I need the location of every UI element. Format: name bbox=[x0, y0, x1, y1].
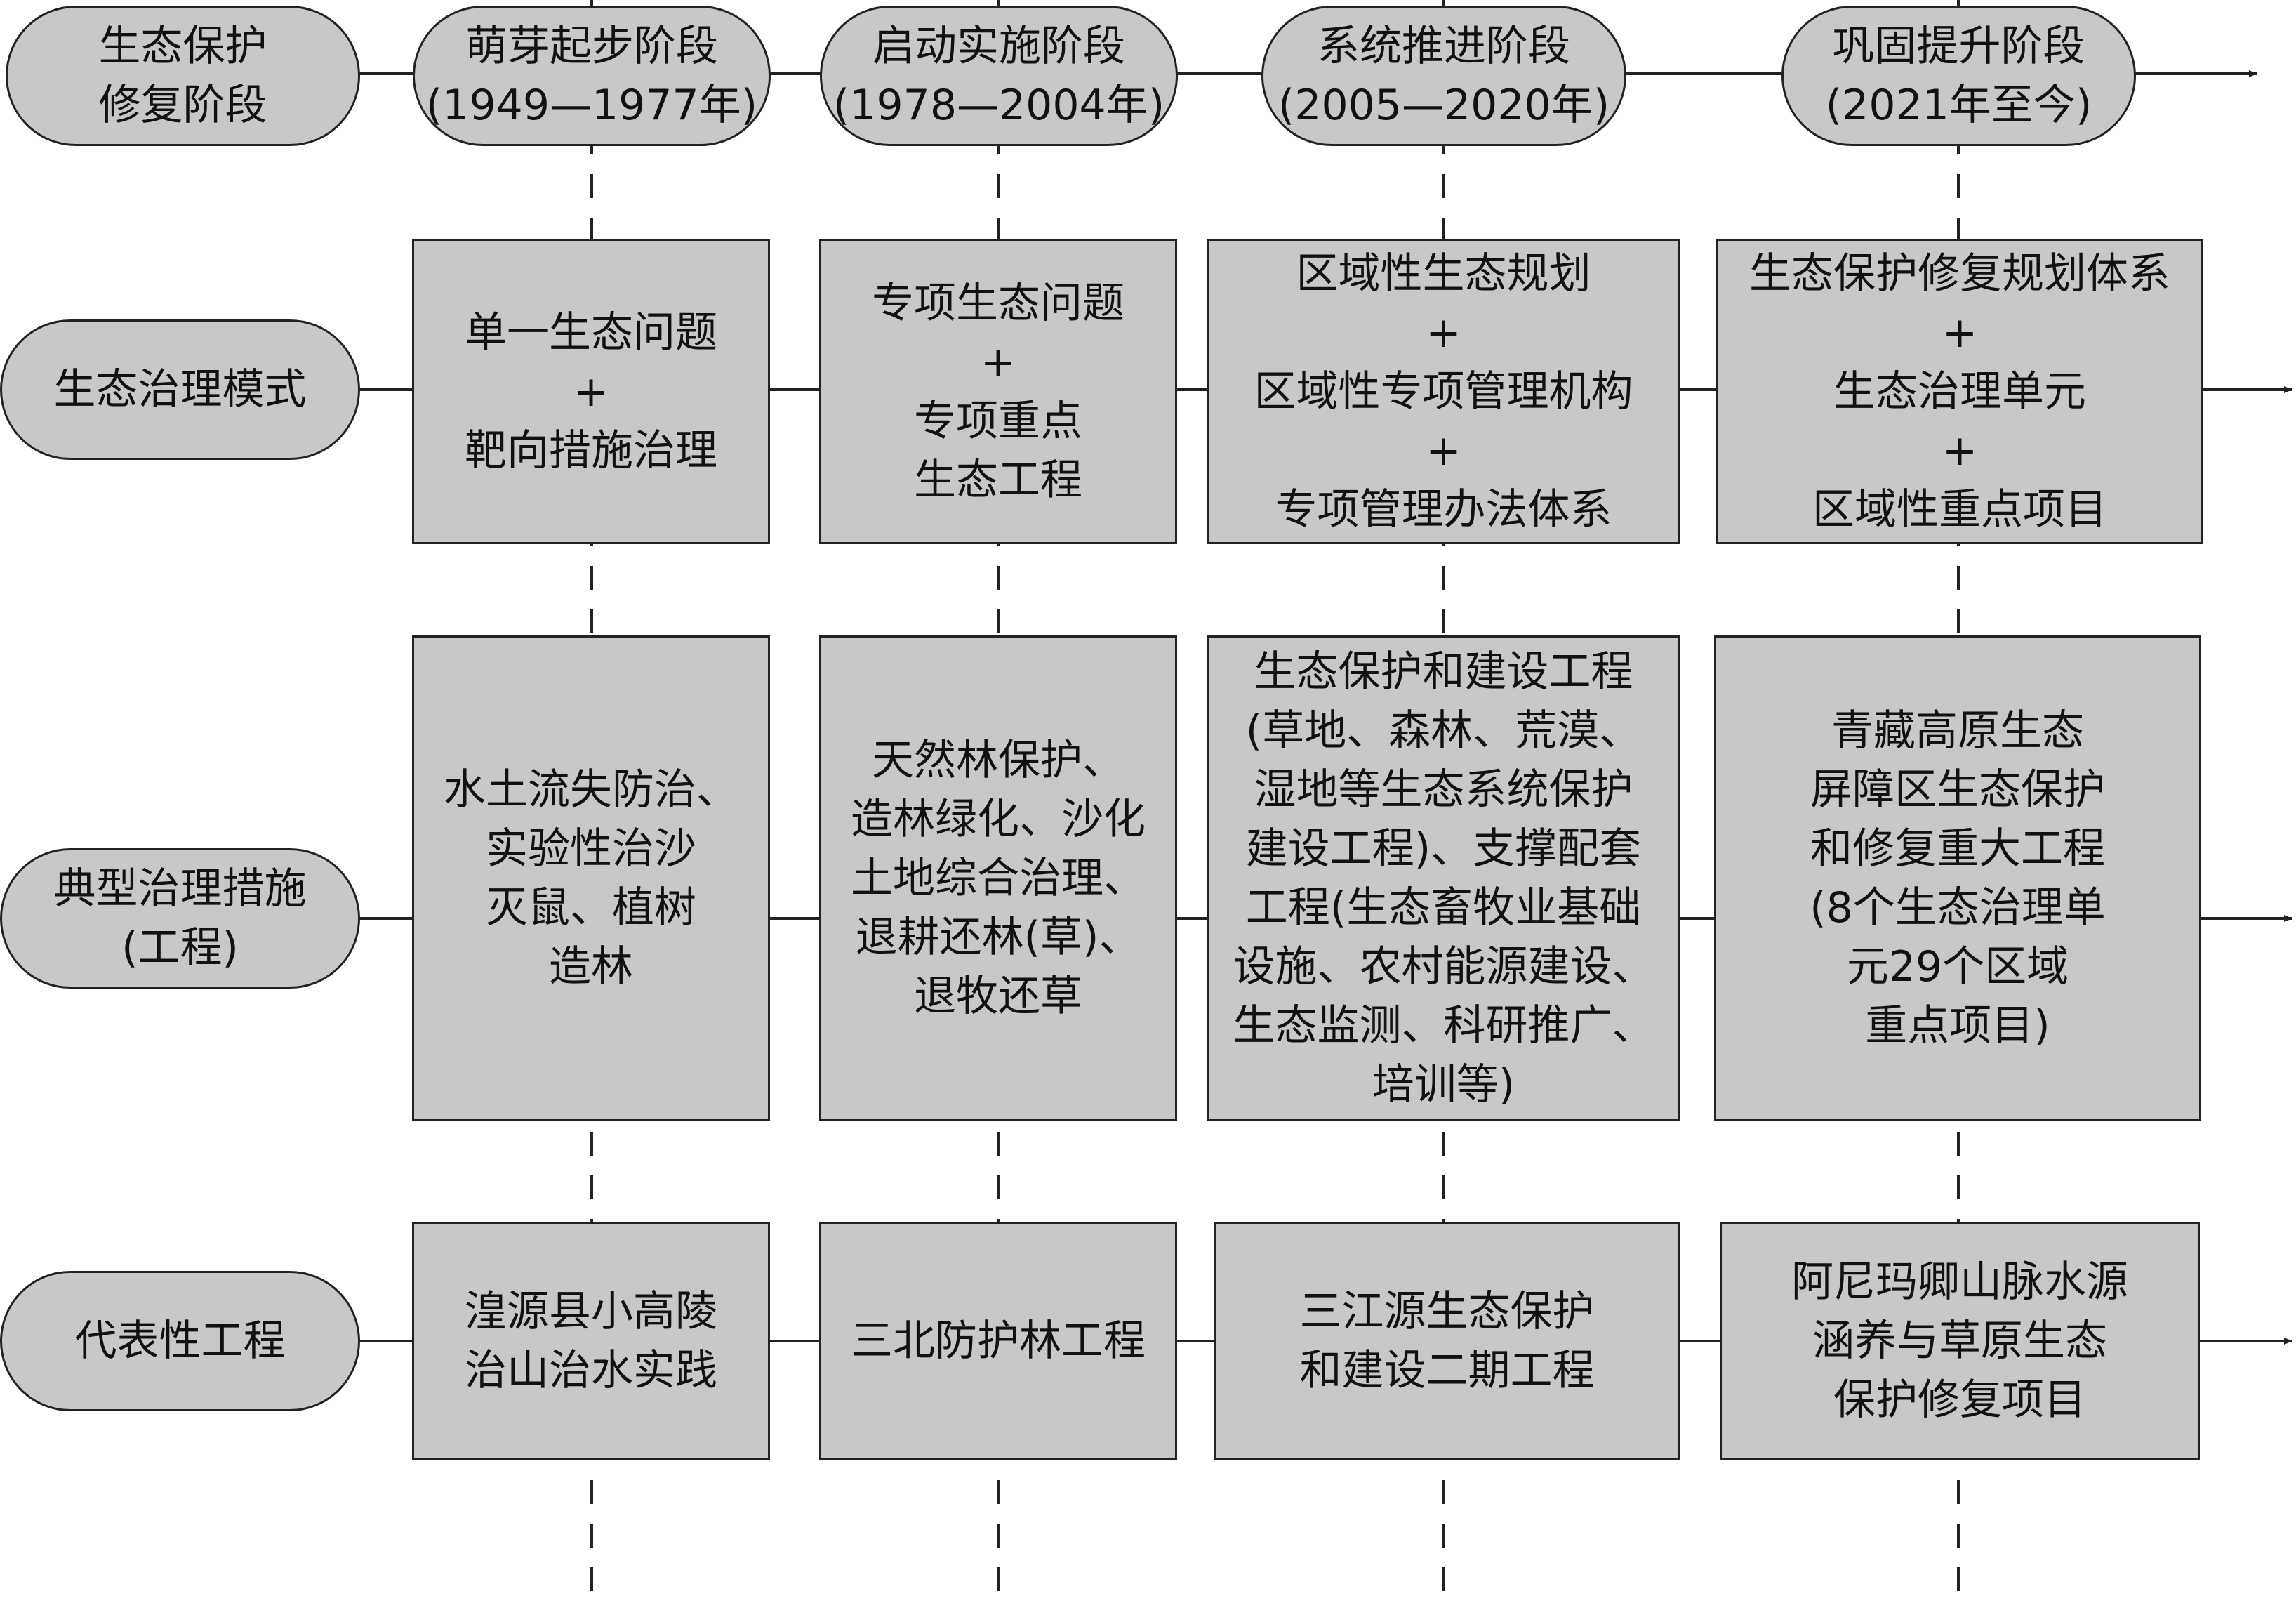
measures-plateau-barrier: 青藏高原生态 屏障区生态保护 和修复重大工程 (8个生态治理单 元29个区域 重… bbox=[1714, 635, 2201, 1121]
mode-regional-planning: 区域性生态规划 + 区域性专项管理机构 + 专项管理办法体系 bbox=[1207, 239, 1680, 544]
stage-sprouting: 萌芽起步阶段 (1949—1977年) bbox=[413, 6, 771, 146]
measures-eco-construction: 生态保护和建设工程 (草地、森林、荒漠、 湿地等生态系统保护 建设工程)、支撑配… bbox=[1207, 635, 1680, 1121]
stage-systematic: 系统推进阶段 (2005—2020年) bbox=[1261, 6, 1626, 146]
mode-single-problem: 单一生态问题 + 靶向措施治理 bbox=[412, 239, 770, 544]
stage-consolidation: 巩固提升阶段 (2021年至今) bbox=[1781, 6, 2136, 146]
mode-planning-system: 生态保护修复规划体系 + 生态治理单元 + 区域性重点项目 bbox=[1716, 239, 2203, 544]
project-three-north: 三北防护林工程 bbox=[819, 1222, 1177, 1460]
project-huangyuan: 湟源县小高陵 治山治水实践 bbox=[412, 1222, 770, 1460]
row-label-typical-measures: 典型治理措施 (工程) bbox=[0, 848, 360, 989]
stage-launch: 启动实施阶段 (1978—2004年) bbox=[820, 6, 1178, 146]
measures-soil-erosion: 水土流失防治、 实验性治沙 灭鼠、植树 造林 bbox=[412, 635, 770, 1121]
project-sanjiangyuan: 三江源生态保护 和建设二期工程 bbox=[1214, 1222, 1680, 1460]
mode-special-problem: 专项生态问题 + 专项重点 生态工程 bbox=[819, 239, 1177, 544]
row-label-governance-mode: 生态治理模式 bbox=[0, 319, 360, 460]
row-label-stage: 生态保护 修复阶段 bbox=[6, 6, 360, 146]
row-label-representative-projects: 代表性工程 bbox=[0, 1271, 360, 1411]
measures-forest-protection: 天然林保护、 造林绿化、沙化 土地综合治理、 退耕还林(草)、 退牧还草 bbox=[819, 635, 1177, 1121]
project-amnye-machen: 阿尼玛卿山脉水源 涵养与草原生态 保护修复项目 bbox=[1720, 1222, 2200, 1460]
